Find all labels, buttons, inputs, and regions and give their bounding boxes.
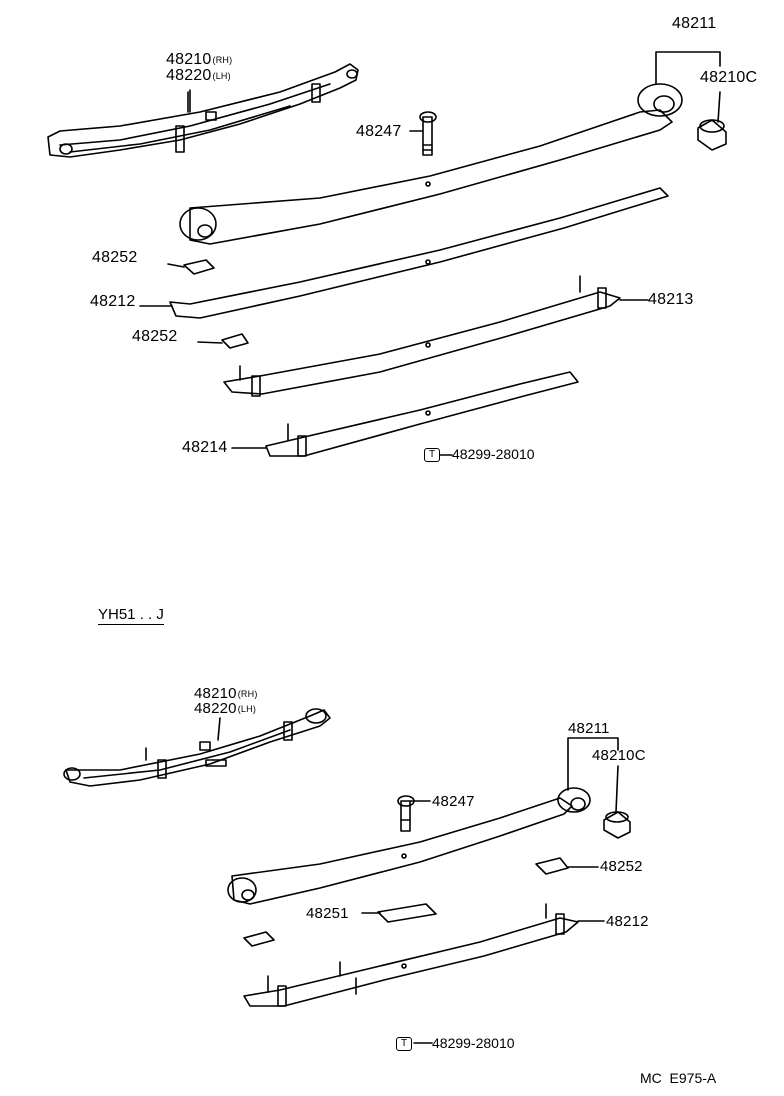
lower-leaf-no1 <box>227 787 591 905</box>
lower-insert-c <box>243 931 275 947</box>
clip-t-icon: T <box>424 448 440 463</box>
lower-insert-b <box>377 903 437 923</box>
label-lower-spring-assy-lh: 48220(LH) <box>194 700 257 717</box>
label-lower-spring-assy: 48210(RH) <box>194 685 258 702</box>
leader-upper-48210c <box>717 91 721 123</box>
upper-insert-a <box>183 259 215 275</box>
upper-leaf-no2 <box>169 187 669 319</box>
label-upper-spring-assy: 48210(RH) <box>166 51 233 68</box>
clip-t-icon: T <box>396 1037 412 1052</box>
upper-leaf-no1 <box>179 83 683 245</box>
label-lower-48210c: 48210C <box>592 747 646 764</box>
lower-leaf-no2 <box>243 903 579 1007</box>
lower-insert-a <box>535 857 569 875</box>
label-upper-48212: 48212 <box>90 293 136 310</box>
lower-spring-assembly <box>63 708 331 787</box>
leader-lower-48211 <box>567 737 619 791</box>
leader-lower-assy <box>217 717 221 741</box>
label-lower-48212: 48212 <box>606 913 649 930</box>
label-upper-48214: 48214 <box>182 439 228 456</box>
leader-upper-insert-a <box>167 263 185 268</box>
upper-leaf-no3 <box>223 275 621 397</box>
label-upper-48247: 48247 <box>356 123 402 140</box>
lower-bushing <box>603 811 631 839</box>
leader-upper-48211 <box>655 51 721 85</box>
upper-center-bolt <box>419 111 437 156</box>
label-upper-48211: 48211 <box>672 15 717 32</box>
label-upper-48252-b: 48252 <box>132 328 178 345</box>
label-upper-spring-assy-lh: 48220(LH) <box>166 67 231 84</box>
label-lower-48247: 48247 <box>432 793 475 810</box>
leader-upper-insert-b <box>197 341 223 344</box>
figure-code: MC E975-A <box>640 1070 717 1086</box>
label-upper-48213: 48213 <box>648 291 694 308</box>
label-lower-48252: 48252 <box>600 858 643 875</box>
label-upper-48252-a: 48252 <box>92 249 138 266</box>
upper-bushing <box>697 119 727 151</box>
upper-spring-assembly <box>47 63 359 158</box>
label-upper-48210c: 48210C <box>700 69 758 86</box>
label-lower-48251: 48251 <box>306 905 349 922</box>
upper-insert-b <box>221 333 249 349</box>
section-label-yh51-j: YH51 . . J <box>98 606 164 625</box>
label-lower-48211: 48211 <box>568 720 610 737</box>
upper-leaf-no4 <box>265 371 579 457</box>
leader-lower-48210c <box>615 765 619 813</box>
